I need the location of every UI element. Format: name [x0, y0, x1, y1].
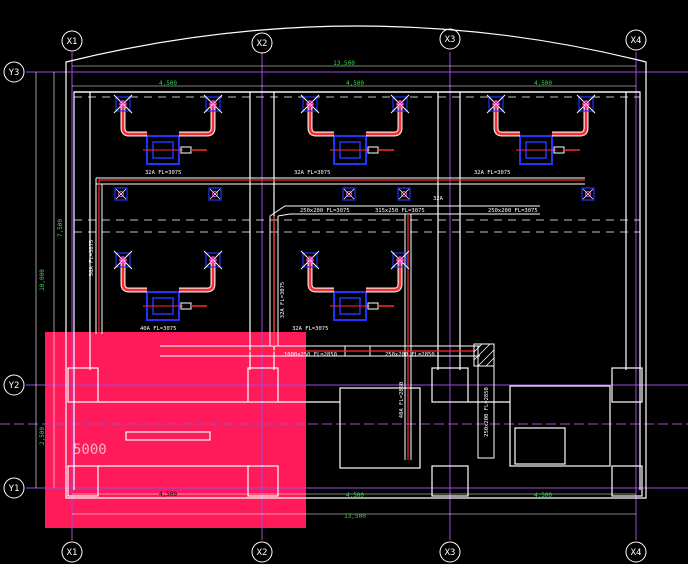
unit-labels: 32A FL=3075 32A FL=3075 32A FL=3075 40A …	[140, 170, 510, 332]
svg-text:Y3: Y3	[9, 68, 20, 78]
duct-label-riser-left: 50A FL=3075	[89, 240, 95, 276]
dim-bay-top-3: 4,500	[534, 80, 552, 87]
duct-runs-red	[98, 179, 585, 460]
fan-coil-unit	[307, 260, 403, 321]
dim-bay-bottom-1: 4,500	[346, 492, 364, 499]
dim-overall-bottom: 13,500	[344, 513, 366, 520]
zone-label: 5000	[73, 442, 107, 458]
duct-label-main-4: 250x200 FL=3075	[488, 208, 538, 214]
dim-left-lower: 2,500	[39, 427, 46, 445]
dim-bay-top-2: 4,500	[346, 80, 364, 87]
duct-label-riser-mid: 32A FL=3075	[280, 282, 286, 318]
svg-text:X1: X1	[67, 548, 78, 558]
fan-coil-units	[120, 104, 589, 321]
axis-bubble-y2: Y2	[3, 374, 25, 396]
diffuser-icon	[300, 94, 320, 114]
diffuser-icon	[113, 94, 133, 114]
diffusers	[113, 94, 596, 270]
svg-text:Y2: Y2	[9, 381, 20, 391]
dim-bay-bottom-2: 4,500	[534, 492, 552, 499]
diffuser-icon	[203, 250, 223, 270]
diffuser-icon	[486, 94, 506, 114]
axis-bubble-x3-top: X3	[439, 28, 461, 50]
dim-left-total: 10,000	[39, 269, 46, 291]
dimension-texts: 13,500 4,500 4,500 4,500 4,500 4,500 4,5…	[39, 60, 552, 520]
dashed-lines	[74, 96, 640, 233]
dim-left-upper: 7,500	[57, 219, 64, 237]
axis-bubble-y3: Y3	[3, 61, 25, 83]
duct-label-bottom-1: 1000x250 FL=2850	[284, 352, 337, 358]
building-walls	[65, 25, 647, 499]
diffuser-icon	[390, 94, 410, 114]
diffuser-icon	[300, 250, 320, 270]
return-grille-icon	[342, 187, 356, 201]
unit-label-upper-3: 32A FL=3075	[474, 170, 510, 176]
axis-bubble-y1: Y1	[3, 477, 25, 499]
fan-coil-unit	[120, 104, 216, 165]
svg-text:Y1: Y1	[9, 484, 20, 494]
diffuser-icon	[576, 94, 596, 114]
unit-label-upper-1: 32A FL=3075	[145, 170, 181, 176]
unit-label-lower-1: 40A FL=3075	[140, 326, 176, 332]
return-grille-icon	[114, 187, 128, 201]
svg-text:X2: X2	[257, 39, 268, 49]
svg-text:X3: X3	[445, 548, 456, 558]
diffuser-icon	[390, 250, 410, 270]
return-grille-icon	[581, 187, 595, 201]
svg-text:X3: X3	[445, 35, 456, 45]
axis-bubbles: X1 X2 X3 X4 X1 X2 X3 X4 Y3 Y2 Y1	[3, 28, 647, 563]
fan-coil-unit	[493, 104, 589, 165]
unit-label-lower-2: 32A FL=3075	[292, 326, 328, 332]
return-grille-icon	[397, 187, 411, 201]
duct-label-vertical-2: 250x200 FL=2850	[484, 387, 490, 437]
dim-bay-top-1: 4,500	[159, 80, 177, 87]
hatched-block	[473, 343, 495, 367]
axis-bubble-x1-bottom: X1	[61, 541, 83, 563]
axis-bubble-x2-top: X2	[251, 32, 273, 54]
duct-label-vertical-1: 40A FL=2850	[399, 382, 405, 418]
unit-label-upper-2: 32A FL=3075	[294, 170, 330, 176]
axis-bubble-x4-top: X4	[625, 29, 647, 51]
diffuser-icon	[113, 250, 133, 270]
duct-runs	[95, 177, 585, 460]
duct-label-bottom-2: 250x200 FL=2850	[385, 352, 435, 358]
dim-overall-top: 13,500	[333, 60, 355, 67]
grid-lines	[0, 52, 688, 540]
axis-bubble-x2-bottom: X2	[251, 541, 273, 563]
svg-text:X2: X2	[257, 548, 268, 558]
duct-label-main-1: 250x200 FL=3075	[300, 208, 350, 214]
return-grille-icon	[208, 187, 222, 201]
diffuser-icon	[203, 94, 223, 114]
axis-bubble-x3-bottom: X3	[439, 541, 461, 563]
svg-text:X4: X4	[631, 36, 642, 46]
duct-label-main-2: 315x250 FL=3075	[375, 208, 425, 214]
svg-text:X4: X4	[631, 548, 642, 558]
fan-coil-unit	[307, 104, 403, 165]
svg-text:X1: X1	[67, 37, 78, 47]
duct-label-main-3: 32A	[433, 196, 444, 202]
dim-bay-bottom-left: 4,500	[159, 491, 177, 498]
duct-labels: 250x200 FL=3075 315x250 FL=3075 32A 250x…	[89, 196, 538, 437]
dimension-lines	[35, 65, 636, 515]
axis-bubble-x4-bottom: X4	[625, 541, 647, 563]
fan-coil-unit	[120, 260, 216, 321]
axis-bubble-x1-top: X1	[61, 30, 83, 52]
